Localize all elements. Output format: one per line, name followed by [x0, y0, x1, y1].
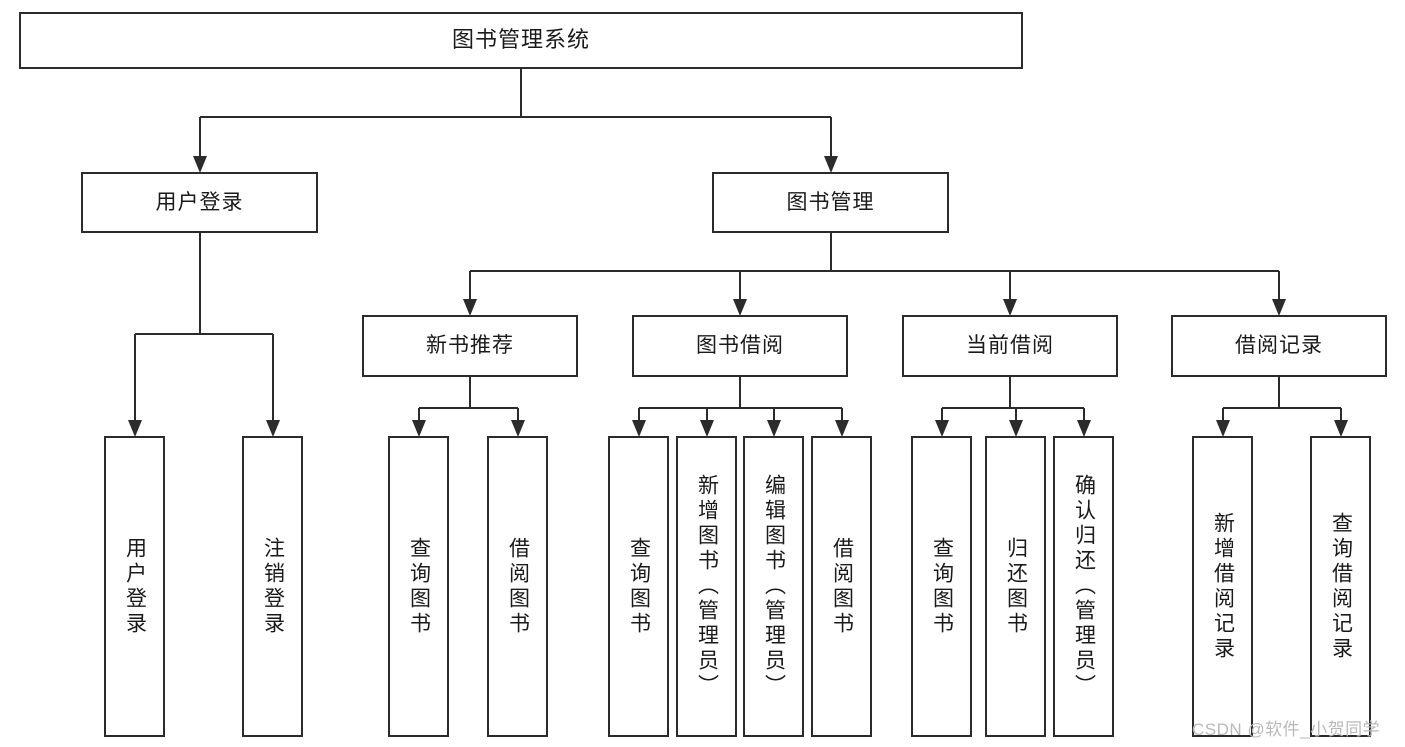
node-label: 图书管理系统: [451, 27, 590, 53]
node-leaf-user-login[interactable]: 用户登录: [104, 436, 165, 737]
arrowhead-icon: [1272, 299, 1286, 316]
connector-stem: [1009, 377, 1011, 408]
connector-branch: [469, 271, 471, 299]
connector-branch: [1009, 271, 1011, 299]
arrowhead-icon: [192, 156, 207, 173]
arrowhead-icon: [699, 420, 714, 437]
node-label: 查询图书: [627, 536, 651, 637]
node-label: 图书管理: [786, 190, 875, 214]
node-leaf-user-logout[interactable]: 注销登录: [242, 436, 303, 737]
connector-branch: [516, 408, 519, 420]
arrowhead-icon: [733, 299, 747, 316]
arrowhead-icon: [823, 156, 838, 173]
connector-stem: [198, 233, 201, 334]
node-label: 查询图书: [930, 536, 954, 637]
connector-branch: [739, 271, 741, 299]
connector-bus: [134, 333, 273, 335]
node-label: 借阅图书: [506, 536, 530, 637]
connector-bus: [1222, 407, 1341, 409]
connector-branch: [705, 408, 708, 420]
connector-branch: [133, 334, 136, 420]
connector-branch: [1278, 271, 1280, 299]
node-root[interactable]: 图书管理系统: [19, 12, 1023, 69]
node-label: 新增图书（管理员）: [695, 474, 719, 699]
connector-stem: [469, 377, 471, 408]
arrowhead-icon: [1215, 420, 1230, 437]
node-label: 借阅记录: [1235, 334, 1323, 358]
node-leaf-return-book[interactable]: 归还图书: [985, 436, 1046, 737]
connector-bus: [638, 407, 842, 409]
arrowhead-icon: [766, 420, 781, 437]
arrowhead-icon: [1008, 420, 1023, 437]
node-user-login[interactable]: 用户登录: [81, 172, 318, 233]
connector-bus: [941, 407, 1084, 409]
connector-bus: [418, 407, 518, 409]
connector-branch: [198, 117, 201, 156]
arrowhead-icon: [934, 420, 949, 437]
node-current-borrow[interactable]: 当前借阅: [902, 315, 1118, 377]
connector-branch: [1221, 408, 1224, 420]
connector-branch: [417, 408, 420, 420]
node-book-borrow[interactable]: 图书借阅: [632, 315, 848, 377]
node-leaf-query-book-1[interactable]: 查询图书: [388, 436, 449, 737]
connector-bus: [199, 116, 831, 118]
node-leaf-borrow-book-2[interactable]: 借阅图书: [811, 436, 872, 737]
node-label: 用户登录: [123, 536, 147, 637]
connector-branch: [637, 408, 640, 420]
connector-branch: [1082, 408, 1085, 420]
node-new-book-recommend[interactable]: 新书推荐: [362, 315, 578, 377]
node-label: 借阅图书: [830, 536, 854, 637]
node-leaf-query-book-2[interactable]: 查询图书: [608, 436, 669, 737]
node-label: 编辑图书（管理员）: [762, 474, 786, 699]
node-label: 图书借阅: [696, 334, 784, 358]
node-label: 查询图书: [407, 536, 431, 637]
arrowhead-icon: [1003, 299, 1017, 316]
arrowhead-icon: [510, 420, 525, 437]
connector-stem: [829, 233, 832, 271]
node-label: 用户登录: [155, 190, 244, 214]
connector-stem: [1278, 377, 1280, 408]
connector-branch: [1014, 408, 1017, 420]
arrowhead-icon: [411, 420, 426, 437]
watermark-label: CSDN @软件_小贺同学: [1192, 720, 1381, 739]
arrowhead-icon: [127, 420, 142, 437]
node-label: 查询借阅记录: [1329, 511, 1353, 662]
connector-branch: [829, 117, 832, 156]
node-leaf-borrow-book-1[interactable]: 借阅图书: [487, 436, 548, 737]
node-leaf-edit-book[interactable]: 编辑图书（管理员）: [743, 436, 804, 737]
node-borrow-record[interactable]: 借阅记录: [1171, 315, 1387, 377]
connector-branch: [940, 408, 943, 420]
node-label: 新书推荐: [426, 334, 514, 358]
node-label: 新增借阅记录: [1211, 511, 1235, 662]
connector-branch: [1339, 408, 1342, 420]
node-label: 归还图书: [1004, 536, 1028, 637]
node-label: 当前借阅: [966, 334, 1054, 358]
arrowhead-icon: [834, 420, 849, 437]
node-leaf-query-borrow-record[interactable]: 查询借阅记录: [1310, 436, 1371, 737]
node-label: 注销登录: [261, 536, 285, 637]
node-leaf-query-book-3[interactable]: 查询图书: [911, 436, 972, 737]
arrowhead-icon: [463, 299, 477, 316]
connector-stem: [520, 69, 522, 117]
connector-bus: [470, 270, 1279, 272]
node-book-manage[interactable]: 图书管理: [712, 172, 949, 233]
node-leaf-confirm-return[interactable]: 确认归还（管理员）: [1053, 436, 1114, 737]
connector-branch: [840, 408, 843, 420]
arrowhead-icon: [631, 420, 646, 437]
connector-branch: [772, 408, 775, 420]
connector-stem: [739, 377, 741, 408]
node-leaf-add-borrow-record[interactable]: 新增借阅记录: [1192, 436, 1253, 737]
connector-branch: [271, 334, 274, 420]
arrowhead-icon: [265, 420, 280, 437]
node-leaf-add-book[interactable]: 新增图书（管理员）: [676, 436, 737, 737]
arrowhead-icon: [1076, 420, 1091, 437]
node-label: 确认归还（管理员）: [1072, 474, 1096, 699]
arrowhead-icon: [1333, 420, 1348, 437]
